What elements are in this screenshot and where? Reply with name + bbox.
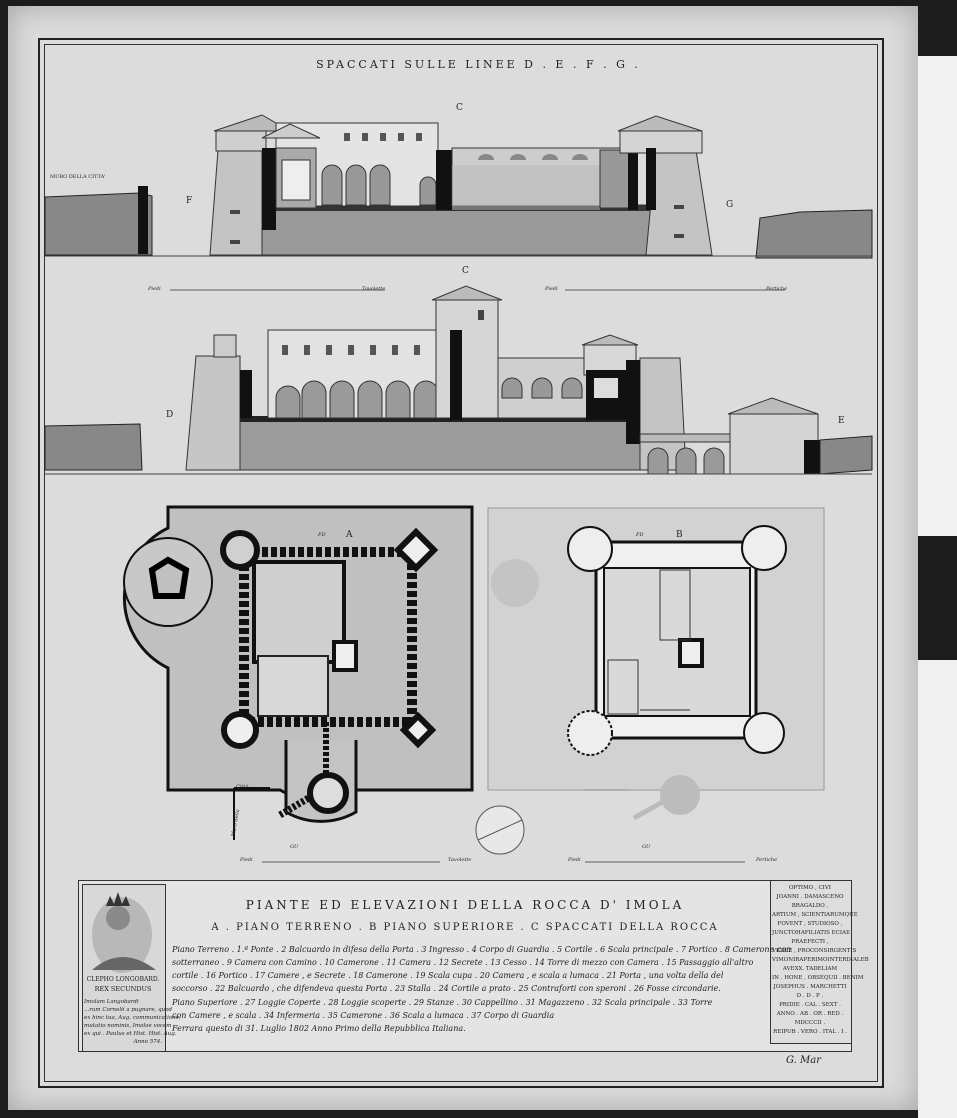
background-strip <box>918 660 957 1118</box>
subtitle: A . PIANO TERRENO . B PIANO SUPERIORE . … <box>211 922 719 933</box>
dedication-line: VIGILE , PROCONSIRGENTIS <box>772 948 857 954</box>
legend-line: cortile . 16 Portico . 17 Camere , e Sec… <box>172 971 724 980</box>
label-citta: Città <box>236 784 249 790</box>
legend-line: sotterraneo . 9 Camera con Camino . 10 C… <box>172 958 754 967</box>
scale-label: Piedi <box>568 857 581 863</box>
label-city-wall: MURO DELLA CITTA' <box>50 174 106 180</box>
section-fg <box>44 114 873 259</box>
dedication-line: AVEXX. TADELIAM <box>782 966 838 972</box>
dedication-line: ARTIUM , SCIENTIARUMQUE <box>772 912 858 918</box>
compass-rose <box>475 805 525 855</box>
dedication-panel <box>770 880 852 1044</box>
dedication-line: JOANNI . DAMASCENO <box>776 894 844 900</box>
scale-label: Tavolette <box>362 286 386 292</box>
dedication-line: PRAEFECTI , <box>791 939 829 945</box>
scale-label: Pertiche <box>766 286 788 292</box>
label-gu-a: GU <box>290 844 299 850</box>
scale-label: Pertiche <box>756 857 778 863</box>
dedication-line: MDCCCII . <box>794 1020 826 1026</box>
sections-title: SPACCATI SULLE LINEE D . E . F . G . <box>316 58 641 71</box>
label-fd-a: FD <box>318 532 326 538</box>
portrait-text-line: mutatio nominis, Imolae vocem <box>84 1023 172 1029</box>
label-e: E <box>838 416 845 426</box>
scale-label: Piedi <box>240 857 253 863</box>
scale-label: Tavolette <box>448 857 472 863</box>
label-g: G <box>726 200 734 210</box>
section-de <box>44 285 873 475</box>
dedication-line: ANNO . AB . OR . RED . <box>776 1011 844 1017</box>
label-f: F <box>186 196 193 206</box>
label-plan-b: B <box>676 530 683 540</box>
portrait-text-line: Anno 574. <box>133 1039 162 1045</box>
legend-line: Piano Terreno . 1.ª Ponte . 2 Balcuardo … <box>172 945 792 954</box>
dedication-line: FOVENT , STUDIOSO , <box>777 921 843 927</box>
label-c-top: C <box>456 103 463 113</box>
dedication-line: JOSEPHUS . MARCHETTI <box>773 984 847 990</box>
dedication-line: IN . HONE , OBSEQUII . BENIM <box>772 975 864 981</box>
legend-date-line: Ferrara questo di 31. Luglio 1802 Anno P… <box>172 1024 466 1033</box>
background-strip <box>918 56 957 536</box>
dedication-line: OPTIMO , CIVI <box>789 885 831 891</box>
portrait-caption: CLEPHO LONGOBARD. <box>86 976 160 983</box>
dedication-line: REIPUB . VERO . ITAL . I . <box>773 1029 847 1035</box>
dedication-line: JUNCTOHAFILIATIS ECIAE <box>772 930 851 936</box>
portrait-caption: REX SECUNDUS <box>94 985 152 993</box>
portrait-text-line: Imolam Langobardi <box>84 999 139 1005</box>
scale-label: Piedi <box>545 286 558 292</box>
signature: G. Mar <box>786 1055 821 1066</box>
dedication-line: BRAGALDO , <box>791 903 829 909</box>
label-c-mid: C <box>462 266 469 276</box>
plan-a <box>122 505 474 840</box>
main-title: PIANTE ED ELEVAZIONI DELLA ROCCA D' IMOL… <box>245 898 685 912</box>
legend-line: Piano Superiore . 27 Loggie Coperte . 28… <box>172 998 713 1007</box>
label-fd-b: FD <box>636 532 644 538</box>
label-gu-b: GU <box>642 844 651 850</box>
portrait-text-line: ...rum Cornelii a pugnare, quod <box>84 1007 173 1013</box>
drawing-border <box>38 38 884 1088</box>
title-cartouche <box>78 880 852 1052</box>
dedication-line: PRIDIE . CAL . SEXT . <box>779 1002 841 1008</box>
label-d: D <box>166 410 174 420</box>
legend-line: soccorso . 22 Balcuardo , che difendeva … <box>172 984 721 993</box>
portrait-text-line: ex hinc tua, Aug. communicatione, <box>84 1015 181 1021</box>
label-plan-a: A <box>346 530 353 540</box>
legend-line: con Camere , e scala . 34 Infermeria . 3… <box>172 1011 555 1020</box>
portrait-text-line: ex qui . Paulus et Hist. Hist. Aug. <box>84 1031 177 1037</box>
dedication-line: D . D . P . <box>796 993 824 999</box>
plan-b <box>487 507 825 821</box>
scale-label: Piedi <box>148 286 161 292</box>
dedication-line: VIMONIRAPERIMOINTERDIALEB <box>772 957 869 963</box>
